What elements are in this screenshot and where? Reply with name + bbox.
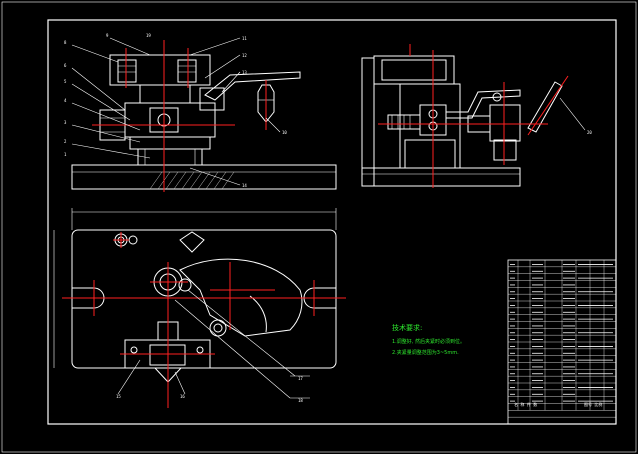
parts-list-table	[507, 259, 617, 425]
title-block-sheet-label: 图号 比例	[584, 401, 602, 407]
front-view: 8 9 6 5 4 3 2 1 11 12 13 10 19 14	[64, 33, 337, 192]
balloon-6: 6	[64, 63, 67, 68]
side-view: 20	[361, 44, 592, 188]
balloon-12: 12	[242, 53, 247, 58]
tech-req-title: 技术要求:	[392, 323, 422, 332]
balloon-3: 3	[64, 120, 67, 125]
balloon-11: 11	[242, 36, 247, 41]
tech-req-line-2: 2.夹紧量调整范围为3~5mm.	[392, 349, 459, 356]
balloon-17: 17	[298, 376, 303, 381]
balloon-10: 10	[282, 130, 287, 135]
balloon-9: 9	[106, 33, 109, 38]
drawing-frame	[47, 19, 617, 425]
tech-req-line-1: 1.调整好, 然后夹紧时必须到位。	[392, 338, 465, 345]
balloon-18: 18	[298, 398, 303, 403]
balloon-19: 19	[146, 33, 151, 38]
balloon-14: 14	[242, 183, 247, 188]
technical-requirements: 技术要求: 1.调整好, 然后夹紧时必须到位。 2.夹紧量调整范围为3~5mm.	[392, 323, 465, 356]
balloon-16: 16	[180, 394, 185, 399]
plan-view: 17 18 15 16	[53, 208, 346, 408]
balloon-1: 1	[64, 152, 67, 157]
title-block-name-row: 名 称 件 数	[514, 401, 537, 407]
balloon-2: 2	[64, 139, 67, 144]
balloon-5: 5	[64, 79, 67, 84]
base-hatch	[149, 171, 235, 190]
balloon-20: 20	[587, 130, 592, 135]
balloon-13: 13	[242, 70, 247, 75]
balloon-15: 15	[116, 394, 121, 399]
balloon-8: 8	[64, 40, 67, 45]
balloon-4: 4	[64, 98, 67, 103]
